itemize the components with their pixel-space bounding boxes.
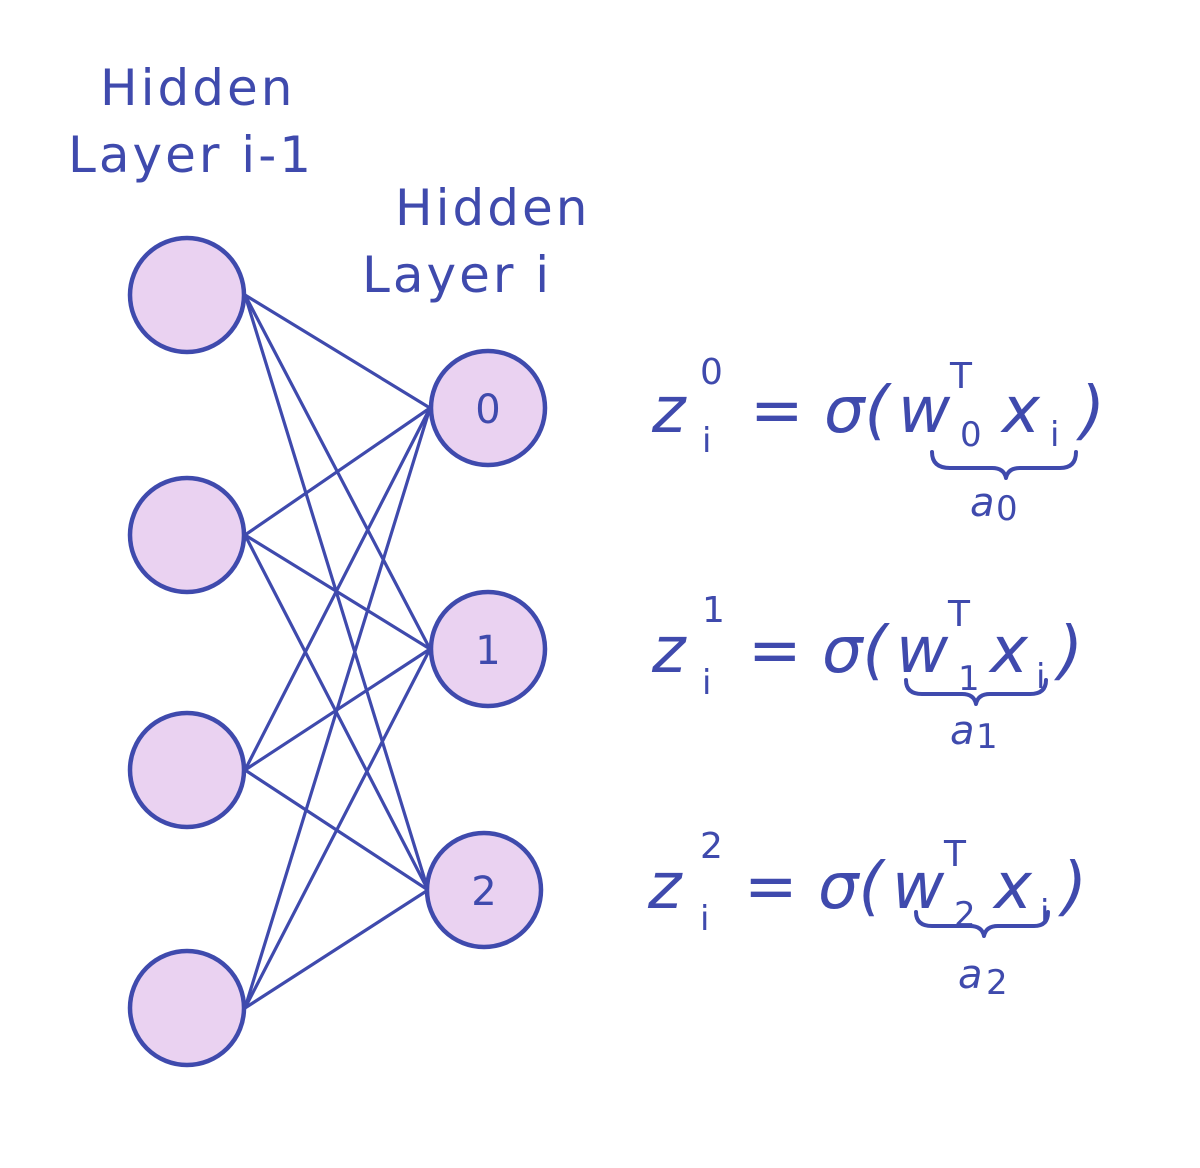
eq-w: w bbox=[896, 614, 949, 688]
eq-under: a bbox=[958, 952, 983, 998]
eq-w-sub: 2 bbox=[954, 895, 976, 935]
eq-w-sup: T bbox=[943, 834, 967, 875]
eq-x: x bbox=[1000, 374, 1041, 448]
eq-lhs-sup: 2 bbox=[700, 826, 723, 867]
prev-layer-node bbox=[127, 475, 247, 595]
curr-layer-node-2: 2 bbox=[424, 830, 544, 950]
underbrace bbox=[914, 910, 1050, 938]
equation-1: z 1 i = σ( w T 1 x i ) a 1 bbox=[651, 590, 1083, 757]
curr-layer-node-1: 1 bbox=[428, 589, 548, 709]
edge-p3-c2 bbox=[243, 888, 430, 1010]
connection-edges bbox=[243, 293, 432, 1010]
node-label: 2 bbox=[471, 869, 496, 915]
underbrace bbox=[904, 678, 1048, 706]
eq-close: ) bbox=[1058, 850, 1087, 924]
edge-p0-c0 bbox=[243, 293, 432, 410]
prev-layer-title-line2: Layer i-1 bbox=[68, 126, 314, 184]
eq-op: = σ( bbox=[748, 614, 891, 688]
equation-0: z 0 i = σ( w T 0 x i ) a 0 bbox=[651, 352, 1105, 529]
eq-lhs-sup: 0 bbox=[700, 352, 723, 393]
eq-x: x bbox=[992, 850, 1033, 924]
eq-lhs-sup: 1 bbox=[702, 590, 725, 631]
underbrace bbox=[930, 450, 1078, 480]
eq-lhs: z bbox=[651, 374, 687, 448]
node-label: 0 bbox=[475, 387, 500, 433]
curr-layer-title-line1: Hidden bbox=[395, 179, 590, 237]
eq-under-sub: 1 bbox=[976, 717, 998, 757]
eq-under: a bbox=[950, 708, 975, 754]
node-label: 1 bbox=[475, 628, 500, 674]
curr-layer-node-0: 0 bbox=[428, 348, 548, 468]
prev-layer-title: Hidden Layer i-1 bbox=[68, 59, 314, 184]
eq-close: ) bbox=[1076, 374, 1105, 448]
eq-x-sub: i bbox=[1040, 893, 1049, 933]
eq-x-sub: i bbox=[1050, 415, 1059, 455]
eq-w-sub: 0 bbox=[960, 415, 982, 455]
eq-lhs-sub: i bbox=[702, 663, 711, 703]
edge-p3-c0 bbox=[243, 406, 432, 1010]
eq-op: = σ( bbox=[744, 850, 887, 924]
prev-layer-node bbox=[127, 948, 247, 1068]
eq-w-sup: T bbox=[949, 356, 973, 397]
eq-w: w bbox=[892, 850, 945, 924]
eq-x-sub: i bbox=[1036, 657, 1045, 697]
edge-p3-c1 bbox=[243, 647, 432, 1010]
eq-under: a bbox=[970, 480, 995, 526]
eq-op: = σ( bbox=[750, 374, 893, 448]
curr-layer-nodes: 0 1 2 bbox=[424, 348, 548, 950]
prev-layer-node bbox=[127, 235, 247, 355]
curr-layer-title-line2: Layer i bbox=[362, 246, 552, 304]
edge-p1-c0 bbox=[243, 406, 432, 537]
prev-layer-title-line1: Hidden bbox=[100, 59, 295, 117]
prev-layer-nodes bbox=[127, 235, 247, 1068]
eq-under-sub: 2 bbox=[986, 963, 1008, 1003]
eq-w-sub: 1 bbox=[958, 659, 980, 699]
eq-w-sup: T bbox=[947, 594, 971, 635]
eq-lhs-sub: i bbox=[702, 421, 711, 461]
curr-layer-title: Hidden Layer i bbox=[362, 179, 590, 304]
eq-x: x bbox=[988, 614, 1029, 688]
eq-w: w bbox=[898, 374, 951, 448]
eq-close: ) bbox=[1054, 614, 1083, 688]
prev-layer-node bbox=[127, 710, 247, 830]
eq-lhs: z bbox=[651, 614, 687, 688]
eq-under-sub: 0 bbox=[996, 489, 1018, 529]
eq-lhs: z bbox=[647, 850, 683, 924]
eq-lhs-sub: i bbox=[700, 899, 709, 939]
equation-2: z 2 i = σ( w T 2 x i ) a 2 bbox=[647, 826, 1087, 1003]
edge-p2-c0 bbox=[243, 406, 432, 772]
